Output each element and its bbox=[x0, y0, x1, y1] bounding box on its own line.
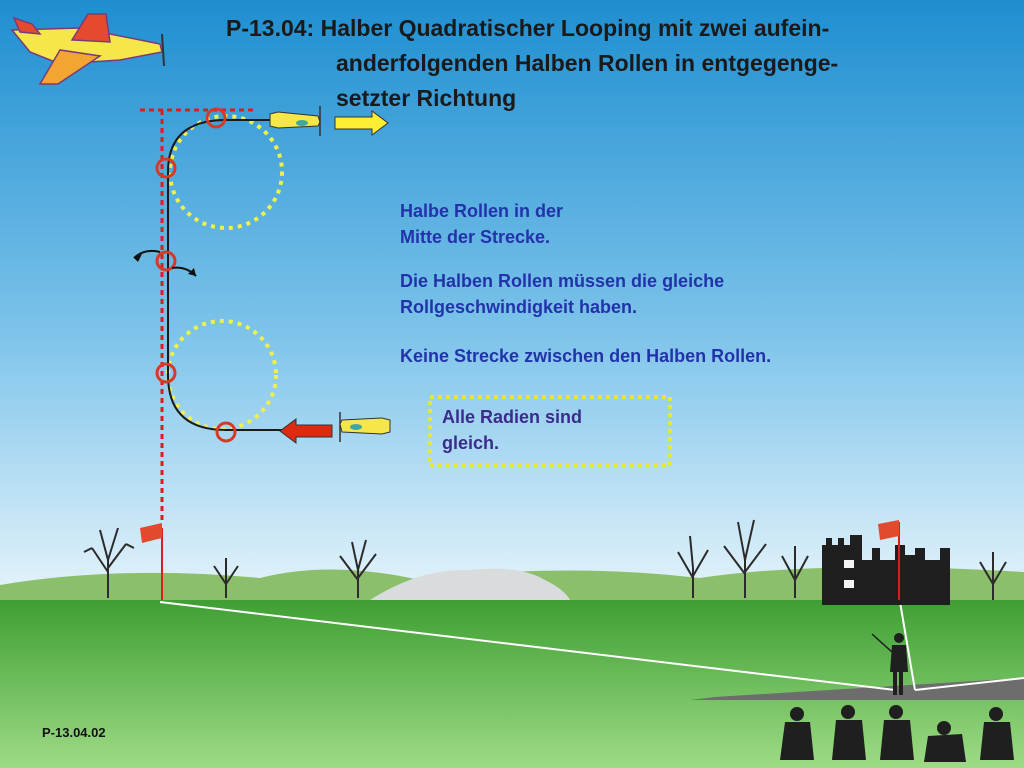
marker-lower bbox=[155, 362, 177, 384]
sight-line-left bbox=[159, 601, 896, 691]
grass-field bbox=[0, 600, 1024, 768]
tree-icon bbox=[339, 539, 377, 598]
castle-icon bbox=[822, 535, 950, 605]
tree-icon bbox=[677, 535, 709, 598]
sky bbox=[0, 0, 1024, 600]
title-line-3: setzter Richtung bbox=[336, 85, 517, 111]
tree-icon bbox=[979, 552, 1007, 600]
grey-hill bbox=[370, 568, 570, 600]
info-box-line-1: Alle Radien sind bbox=[442, 407, 583, 427]
tree-icon bbox=[83, 527, 135, 598]
note-keine-strecke: Keine Strecke zwischen den Halben Rollen… bbox=[400, 346, 772, 366]
marker-upper bbox=[155, 157, 177, 179]
tree-icon bbox=[781, 546, 809, 598]
roll-arrow-head bbox=[134, 254, 142, 262]
direction-arrow-left bbox=[279, 418, 333, 444]
airplane-icon bbox=[339, 412, 391, 442]
note-halbe-rollen-1: Halbe Rollen in der bbox=[400, 201, 564, 221]
title-line-1: P-13.04: Halber Quadratischer Looping mi… bbox=[226, 15, 830, 41]
marker-middle bbox=[155, 250, 177, 272]
roll-arrow-head bbox=[188, 268, 196, 276]
note-halbe-rollen-2: Mitte der Strecke. bbox=[400, 227, 551, 247]
tree-icon bbox=[213, 558, 239, 598]
judge-silhouette-icon bbox=[780, 705, 1014, 762]
direction-arrow-right bbox=[334, 110, 389, 136]
info-box-border bbox=[428, 395, 672, 467]
marker-top bbox=[205, 107, 227, 129]
tree-icon bbox=[723, 519, 767, 598]
airplane-icon bbox=[269, 106, 321, 136]
note-rollgeschwindigkeit-2: Rollgeschwindigkeit haben. bbox=[400, 297, 638, 317]
sight-line-right bbox=[899, 601, 916, 691]
slide-code: P-13.04.02 bbox=[42, 725, 106, 740]
title-line-2: anderfolgenden Halben Rollen in entgegen… bbox=[336, 50, 839, 76]
flag-icon bbox=[878, 520, 900, 600]
pilot-silhouette-icon bbox=[871, 633, 908, 695]
flag-icon bbox=[140, 523, 163, 600]
marker-bottom bbox=[215, 421, 237, 443]
roll-arrow-icon bbox=[133, 249, 161, 259]
flight-path bbox=[167, 119, 330, 431]
info-box-line-2: gleich. bbox=[442, 433, 500, 453]
runway bbox=[690, 678, 1024, 700]
note-rollgeschwindigkeit-1: Die Halben Rollen müssen die gleiche bbox=[400, 271, 725, 291]
sight-line-runway bbox=[914, 677, 1024, 691]
plane-logo-icon bbox=[10, 13, 165, 85]
